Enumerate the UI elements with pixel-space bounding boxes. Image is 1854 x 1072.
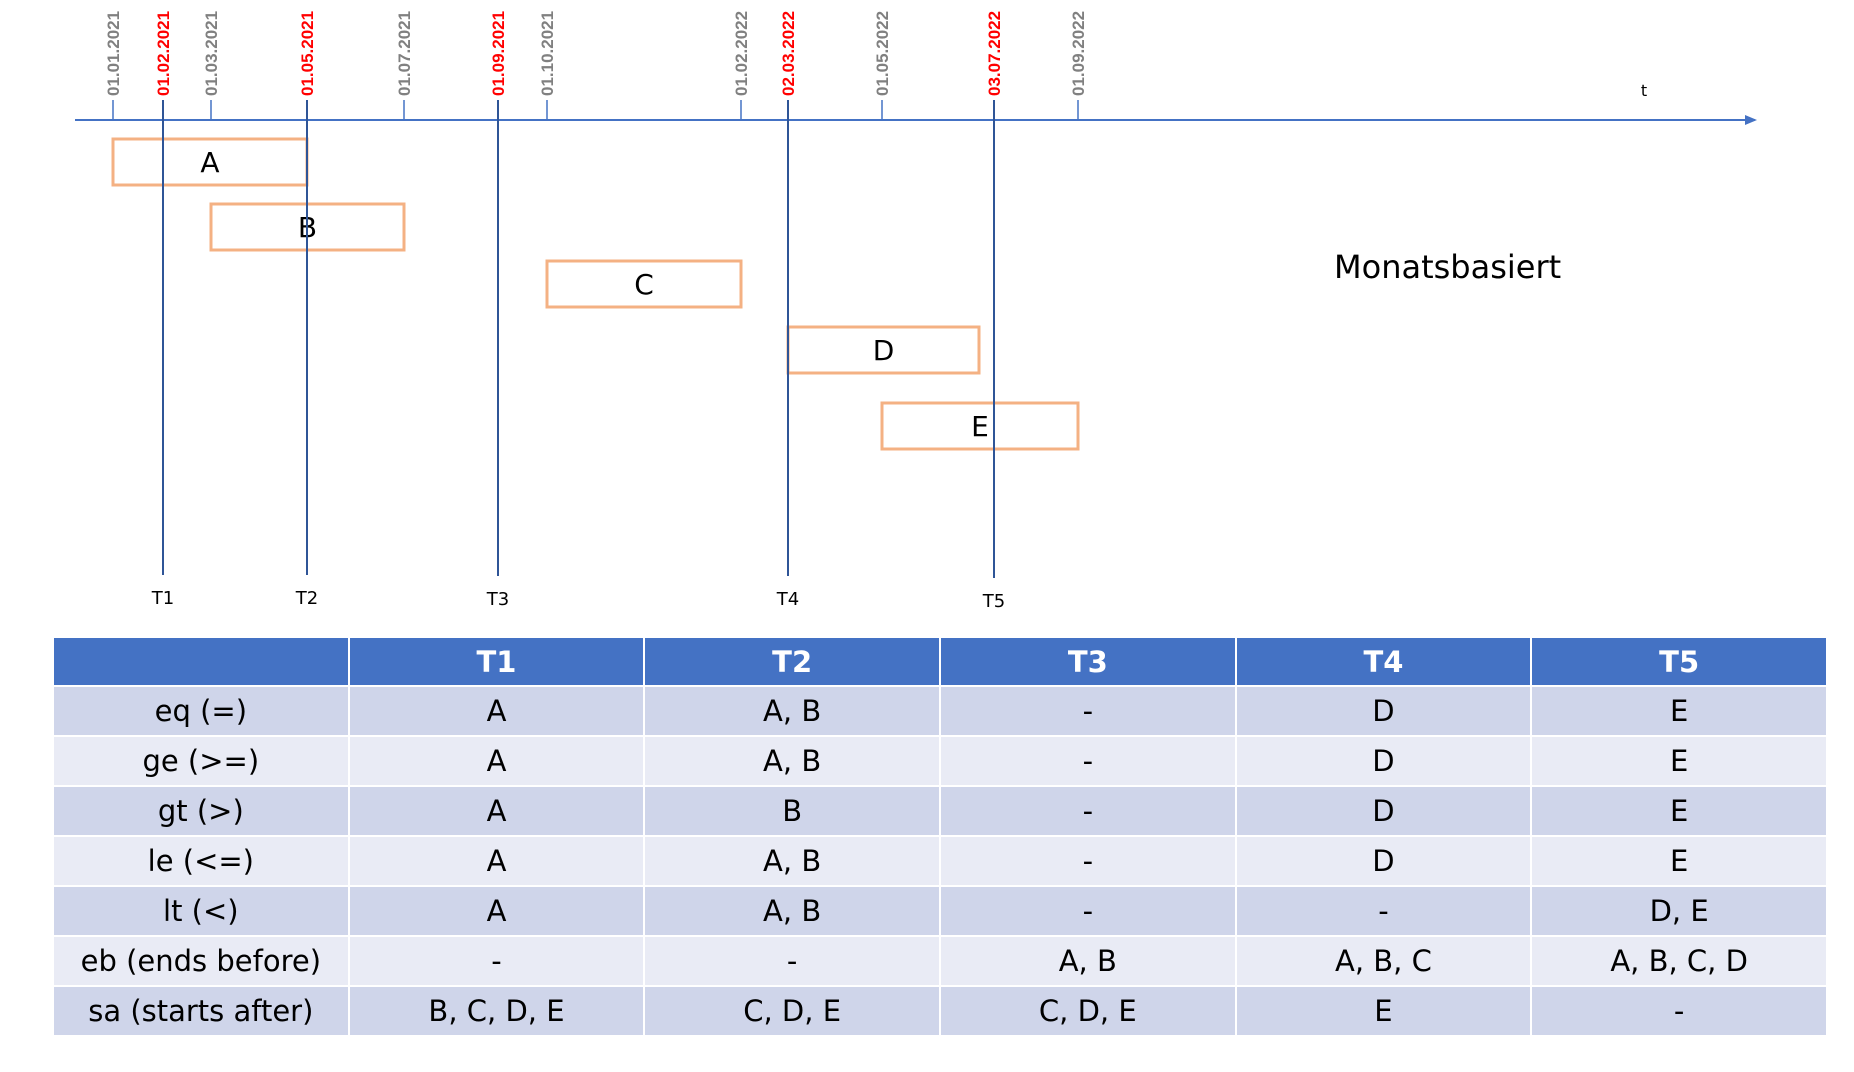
result-cell: E [1530,685,1828,737]
result-cell: B, C, D, E [347,985,646,1037]
operator-name-cell: ge (>=) [52,735,350,787]
date-label: 01.05.2022 [873,11,892,96]
result-cell: - [938,785,1237,837]
marker-label: T4 [776,589,799,610]
result-cell: - [643,935,941,987]
timeline-diagram: t Monatsbasiert 01.01.2021 01.02.2021 01.0… [75,11,1757,612]
result-cell: - [938,735,1237,787]
interval-label: D [873,334,895,367]
date-label-highlighted: 01.05.2021 [298,11,317,96]
marker-label: T3 [486,589,509,610]
operator-name-cell: le (<=) [52,835,350,887]
operator-name-cell: eb (ends before) [52,935,350,987]
header-cell-empty [52,636,350,687]
date-label-highlighted: 03.07.2022 [985,11,1004,96]
result-cell: E [1530,785,1828,837]
diagram-heading: Monatsbasiert [1334,248,1561,286]
marker-label: T2 [295,588,318,609]
date-label: 01.10.2021 [538,11,557,96]
result-cell: A [347,885,646,937]
header-cell-t3: T3 [938,636,1237,687]
marker-label: T5 [982,591,1005,612]
date-label-highlighted: 01.02.2021 [154,11,173,96]
date-label: 01.07.2021 [395,11,414,96]
interval-bar-e [880,401,1080,451]
result-cell: D [1234,785,1533,837]
result-cell: - [938,685,1237,737]
axis-label: t [1641,81,1647,100]
result-cell: - [347,935,646,987]
marker-label: T1 [151,588,174,609]
result-cell: - [938,885,1237,937]
date-label: 01.01.2021 [104,11,123,96]
result-cell: E [1234,985,1533,1037]
result-cell: D [1234,835,1533,887]
interval-label: C [634,268,654,301]
operator-name-cell: gt (>) [52,785,350,837]
header-cell-t1: T1 [347,636,646,687]
result-cell: E [1530,735,1828,787]
interval-label: A [200,146,219,179]
result-cell: A, B, C [1234,935,1533,987]
date-label: 01.03.2021 [202,11,221,96]
result-cell: A, B [643,835,941,887]
result-cell: - [938,835,1237,887]
result-cell: A, B [643,735,941,787]
result-cell: - [1234,885,1533,937]
interval-bar-c [545,259,743,309]
operator-name-cell: sa (starts after) [52,985,350,1037]
header-cell-t2: T2 [643,636,941,687]
date-label: 01.02.2022 [732,11,751,96]
result-cell: A [347,685,646,737]
header-cell-t5: T5 [1530,636,1828,687]
result-cell: B [643,785,941,837]
result-cell: A, B, C, D [1530,935,1828,987]
result-cell: A [347,735,646,787]
date-label: 01.09.2022 [1069,11,1088,96]
header-cell-t4: T4 [1234,636,1533,687]
result-cell: A [347,835,646,887]
result-cell: A, B [938,935,1237,987]
result-cell: D [1234,735,1533,787]
result-cell: - [1530,985,1828,1037]
date-label-highlighted: 02.03.2022 [779,11,798,96]
result-cell: A, B [643,885,941,937]
result-cell: C, D, E [643,985,941,1037]
result-cell: E [1530,835,1828,887]
operator-name-cell: lt (<) [52,885,350,937]
result-cell: A, B [643,685,941,737]
result-cell: D [1234,685,1533,737]
date-label-highlighted: 01.09.2021 [489,11,508,96]
result-cell: A [347,785,646,837]
operator-name-cell: eq (=) [52,685,350,737]
result-cell: C, D, E [938,985,1237,1037]
interval-label: E [971,410,989,443]
result-cell: D, E [1530,885,1828,937]
